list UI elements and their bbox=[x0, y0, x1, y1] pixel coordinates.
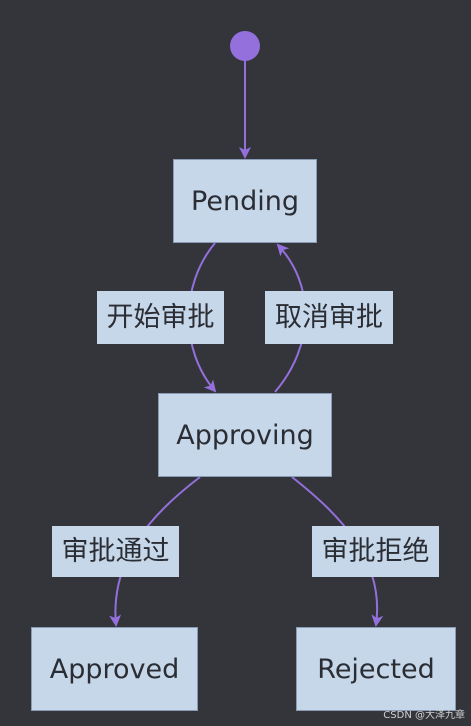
state-approving[interactable]: Approving bbox=[158, 393, 332, 477]
edge-label-approval-passed: 审批通过 bbox=[52, 526, 179, 577]
state-pending-label: Pending bbox=[191, 185, 299, 217]
edge-label-start-approval: 开始审批 bbox=[97, 291, 224, 344]
watermark: CSDN @大泽九章 bbox=[383, 710, 465, 721]
state-approved[interactable]: Approved bbox=[31, 627, 198, 711]
state-pending[interactable]: Pending bbox=[173, 159, 317, 243]
state-rejected[interactable]: Rejected bbox=[296, 627, 456, 711]
state-rejected-label: Rejected bbox=[317, 653, 435, 685]
edge-label-approval-rejected: 审批拒绝 bbox=[312, 526, 439, 577]
state-approved-label: Approved bbox=[49, 653, 180, 685]
start-node bbox=[230, 31, 260, 61]
edge-label-cancel-approval: 取消审批 bbox=[265, 291, 393, 344]
state-approving-label: Approving bbox=[176, 419, 314, 451]
